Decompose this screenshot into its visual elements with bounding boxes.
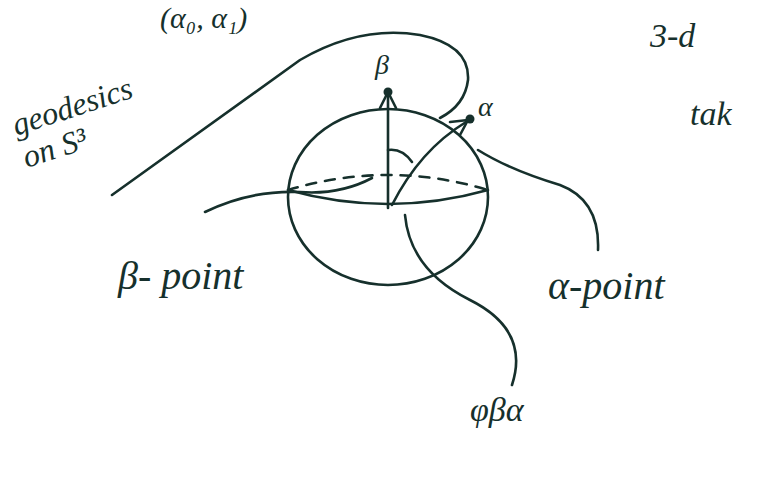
point-symbol: β [375,50,389,79]
point-label: α-point [548,265,665,307]
geodesics-label: geodesics on S³ [8,64,171,174]
point-label: β- point [118,255,293,297]
alpha-arrowhead [450,120,468,135]
alpha-dot [466,115,475,124]
note-fragment: tak [690,96,732,132]
alpha-vector [392,122,466,205]
angle-arc [388,150,412,162]
beta-dot [384,88,393,97]
point-symbol: α [478,92,493,121]
angle-label: φβα [470,392,524,428]
angle-leader [405,215,516,385]
beta-vector [387,96,390,208]
beta-point-leader [205,178,372,212]
coordinate-note: (α₀, α₁) [160,2,247,34]
geodesic-leader [112,33,468,195]
alpha-point-leader [478,150,598,250]
dimension-note: 3-d [650,18,695,54]
